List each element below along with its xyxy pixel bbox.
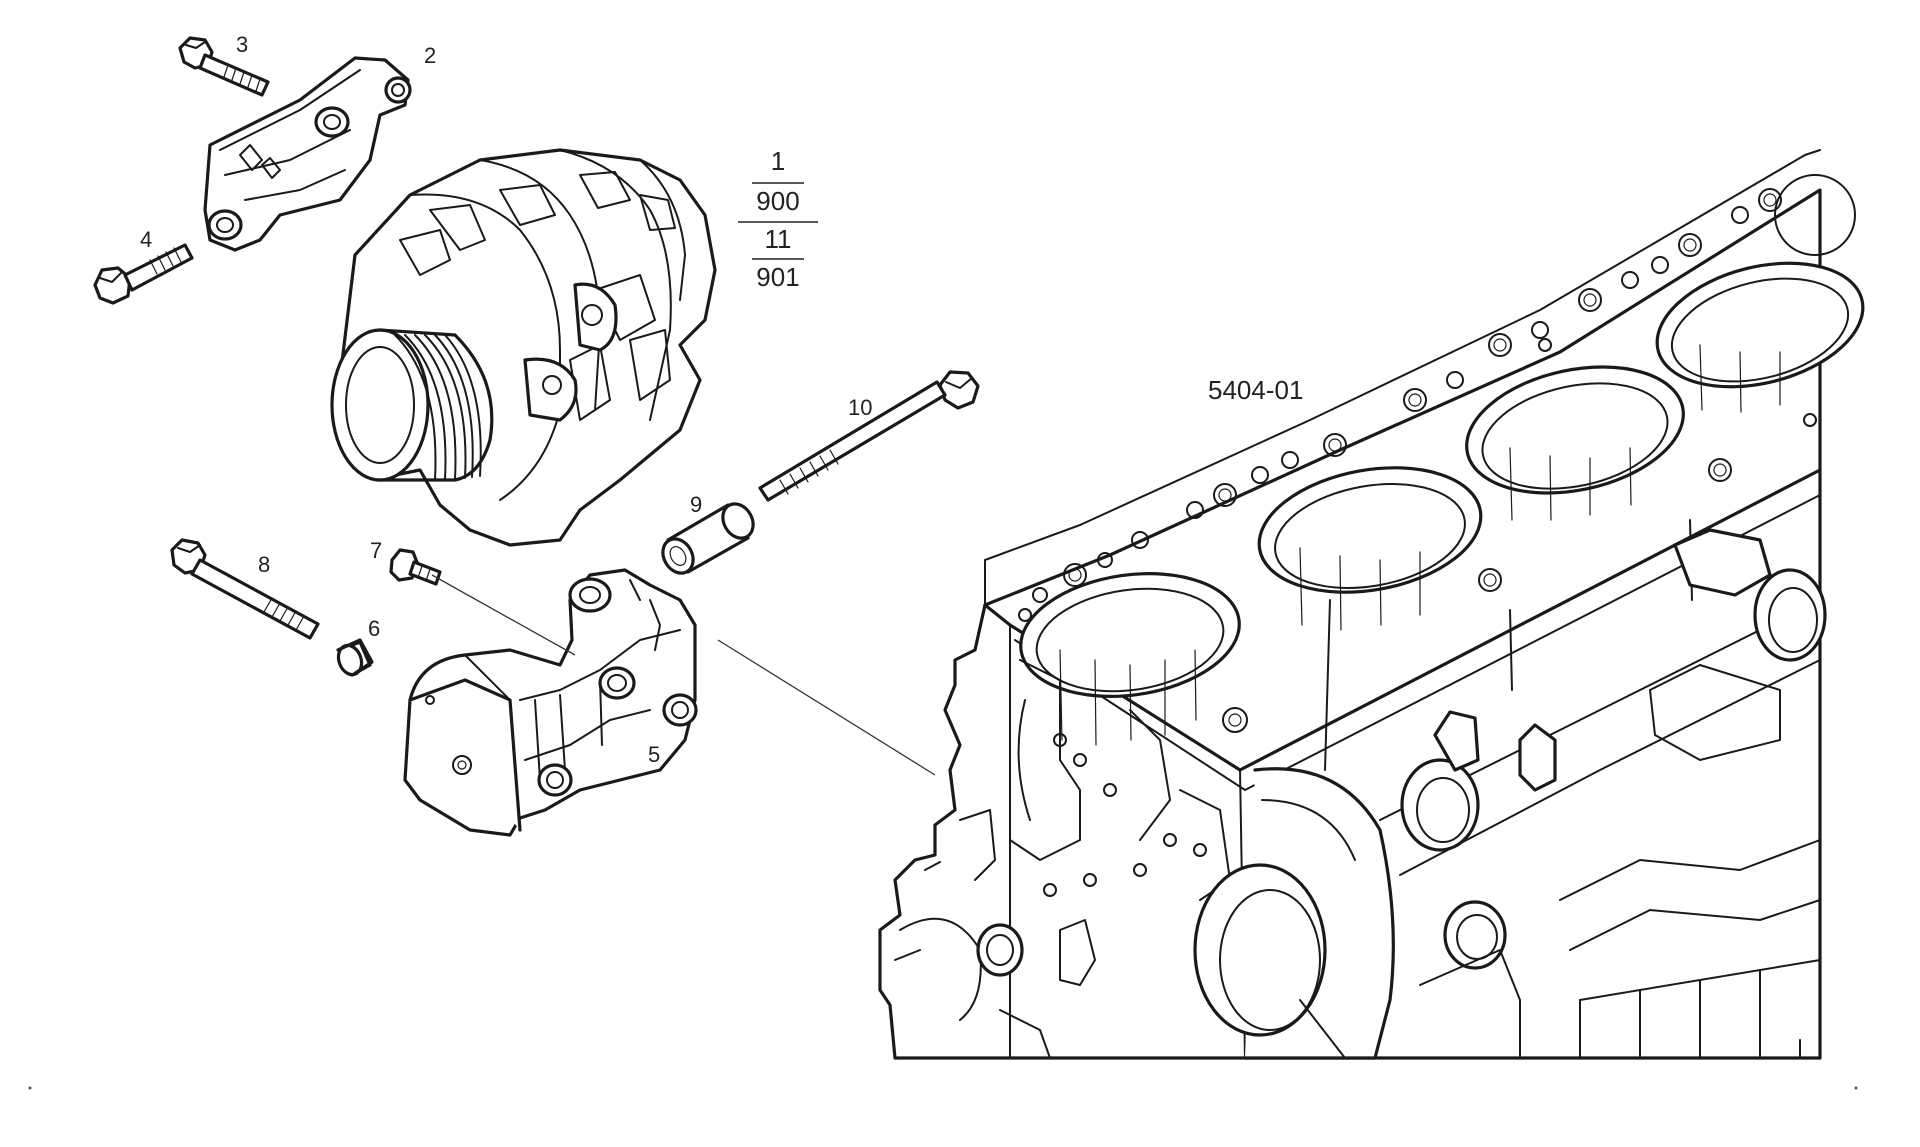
bolt-8 — [170, 538, 320, 640]
corner-mark-right — [1854, 1086, 1858, 1090]
ref-upper-numerator: 1 — [771, 146, 785, 176]
drawing-reference-number: 5404-01 — [1208, 375, 1303, 405]
callout-labels: 2 3 4 5 6 7 8 9 10 — [140, 32, 872, 767]
bolt-7 — [389, 548, 442, 586]
bolt-4 — [93, 243, 194, 305]
bolt-10 — [758, 370, 980, 502]
ref-upper-denominator: 900 — [756, 186, 799, 216]
block-front-face — [894, 659, 1395, 1060]
sleeve-6 — [336, 638, 374, 677]
bolt-3 — [178, 36, 270, 97]
corner-mark-left — [28, 1086, 32, 1090]
reference-block: 1 900 11 901 — [738, 146, 818, 292]
alternator-pulley — [330, 328, 494, 482]
callout-7: 7 — [370, 538, 382, 563]
upper-bracket — [203, 56, 412, 252]
callout-4: 4 — [140, 227, 152, 252]
ref-lower-numerator: 11 — [765, 224, 792, 254]
head-bolt-holes — [1018, 188, 1817, 733]
lower-bracket — [403, 568, 698, 837]
callout-8: 8 — [258, 552, 270, 577]
callout-3: 3 — [236, 32, 248, 57]
callout-2: 2 — [424, 43, 436, 68]
callout-5: 5 — [648, 742, 660, 767]
block-side-face — [1324, 519, 1827, 1059]
ref-lower-denominator: 901 — [756, 262, 799, 292]
cylinder-bores — [1019, 174, 1865, 746]
callout-6: 6 — [368, 616, 380, 641]
callout-9: 9 — [690, 492, 702, 517]
alternator — [330, 148, 717, 547]
assembly-lines — [431, 574, 936, 776]
sleeve-9 — [661, 502, 755, 575]
engine-block — [878, 149, 1865, 1060]
callout-10: 10 — [848, 395, 872, 420]
